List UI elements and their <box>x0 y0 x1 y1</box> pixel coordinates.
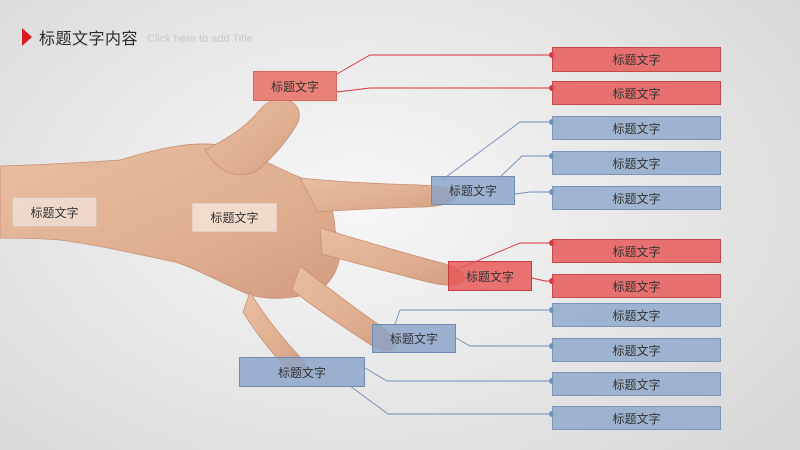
connector-lines <box>336 54 552 415</box>
connector-pinky-1 <box>364 367 552 382</box>
right-item-3[interactable]: 标题文字 <box>552 116 721 140</box>
connector-thumb-2 <box>336 87 552 93</box>
page-subtitle[interactable]: Click here to add Title <box>147 32 253 45</box>
right-item-1[interactable]: 标题文字 <box>552 47 721 72</box>
connector-middle-2 <box>531 277 552 282</box>
connector-index-2 <box>496 155 552 181</box>
connector-dots <box>549 52 555 417</box>
page-title[interactable]: 标题文字内容 <box>39 29 139 48</box>
label-palm[interactable]: 标题文字 <box>192 203 277 232</box>
connector-pinky-2 <box>349 385 552 415</box>
connector-ring-1 <box>394 309 552 325</box>
label-ring[interactable]: 标题文字 <box>372 324 456 353</box>
connector-ring-2 <box>455 337 552 347</box>
right-item-5[interactable]: 标题文字 <box>552 186 721 210</box>
right-item-2[interactable]: 标题文字 <box>552 81 721 105</box>
label-index[interactable]: 标题文字 <box>431 176 515 205</box>
connector-thumb-1 <box>336 54 552 75</box>
title-bar: 标题文字内容 Click here to add Title <box>22 26 253 48</box>
right-item-6[interactable]: 标题文字 <box>552 239 721 263</box>
title-marker-icon <box>22 28 32 46</box>
label-wrist[interactable]: 标题文字 <box>12 197 97 227</box>
right-item-11[interactable]: 标题文字 <box>552 406 721 430</box>
right-item-7[interactable]: 标题文字 <box>552 274 721 298</box>
label-middle[interactable]: 标题文字 <box>448 261 532 291</box>
right-item-8[interactable]: 标题文字 <box>552 303 721 327</box>
right-item-4[interactable]: 标题文字 <box>552 151 721 175</box>
label-pinky[interactable]: 标题文字 <box>239 357 365 387</box>
connector-index-3 <box>514 191 552 195</box>
right-item-10[interactable]: 标题文字 <box>552 372 721 396</box>
connector-index-1 <box>441 121 552 181</box>
label-thumb[interactable]: 标题文字 <box>253 71 337 101</box>
connector-middle-1 <box>459 242 552 269</box>
right-item-9[interactable]: 标题文字 <box>552 338 721 362</box>
